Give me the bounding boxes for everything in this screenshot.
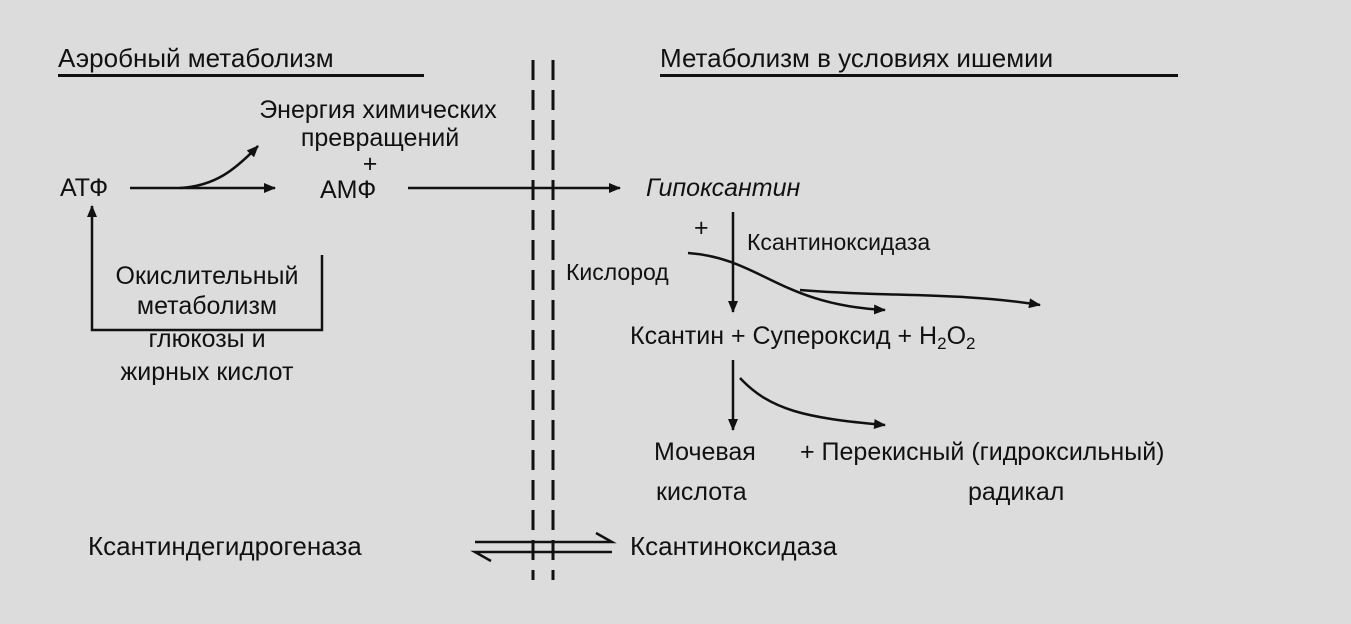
arrow-oxygen-to-superoxide (687, 251, 886, 315)
label-products: Ксантин + Супероксид + H2O2 (630, 322, 976, 353)
label-plus-amp: + (362, 150, 378, 178)
equilibrium-reverse (470, 550, 612, 563)
label-plus-oxygen: + (694, 214, 709, 242)
label-energy-line2: превращений (300, 124, 460, 152)
label-oxidative-line2: метаболизм (136, 292, 278, 320)
label-h2o2-sub2: 2 (966, 334, 976, 353)
label-atp: АТФ (60, 174, 109, 202)
label-xanthine-oxidase-bottom: Ксантиноксидаза (630, 531, 838, 561)
equilibrium-forward (475, 531, 617, 544)
arrow-to-energy (179, 145, 259, 190)
header-aerobic: Аэробный метаболизм (58, 44, 424, 77)
label-oxygen: Кислород (566, 259, 669, 285)
label-oxidative-line4: жирных кислот (120, 358, 294, 386)
label-energy-line1: Энергия химических (259, 96, 497, 124)
arrow-oxidative-to-atp (87, 205, 324, 332)
label-xanthine-oxidase-enzyme: Ксантиноксидаза (747, 229, 931, 255)
label-radical-line1: + Перекисный (гидроксильный) (800, 438, 1165, 466)
label-oxidative-line3: глюкозы и (148, 325, 266, 353)
label-uric-line1: Мочевая (654, 438, 756, 466)
label-h2o2-o: O (946, 322, 967, 350)
label-xanthine-dehydrogenase: Ксантиндегидрогеназа (88, 531, 362, 561)
arrow-to-h2o2 (799, 288, 1041, 309)
label-products-text: Ксантин + Супероксид + H (630, 322, 938, 350)
label-radical-line2: радикал (968, 478, 1065, 506)
label-amp: АМФ (320, 176, 377, 204)
arrow-to-radical (739, 377, 886, 430)
header-ischemia: Метаболизм в условиях ишемии (660, 44, 1178, 77)
label-h2o2-sub1: 2 (937, 334, 947, 353)
label-hypoxanthine: Гипоксантин (646, 174, 801, 202)
label-oxidative-line1: Окислительный (115, 262, 299, 290)
label-uric-line2: кислота (656, 478, 747, 506)
